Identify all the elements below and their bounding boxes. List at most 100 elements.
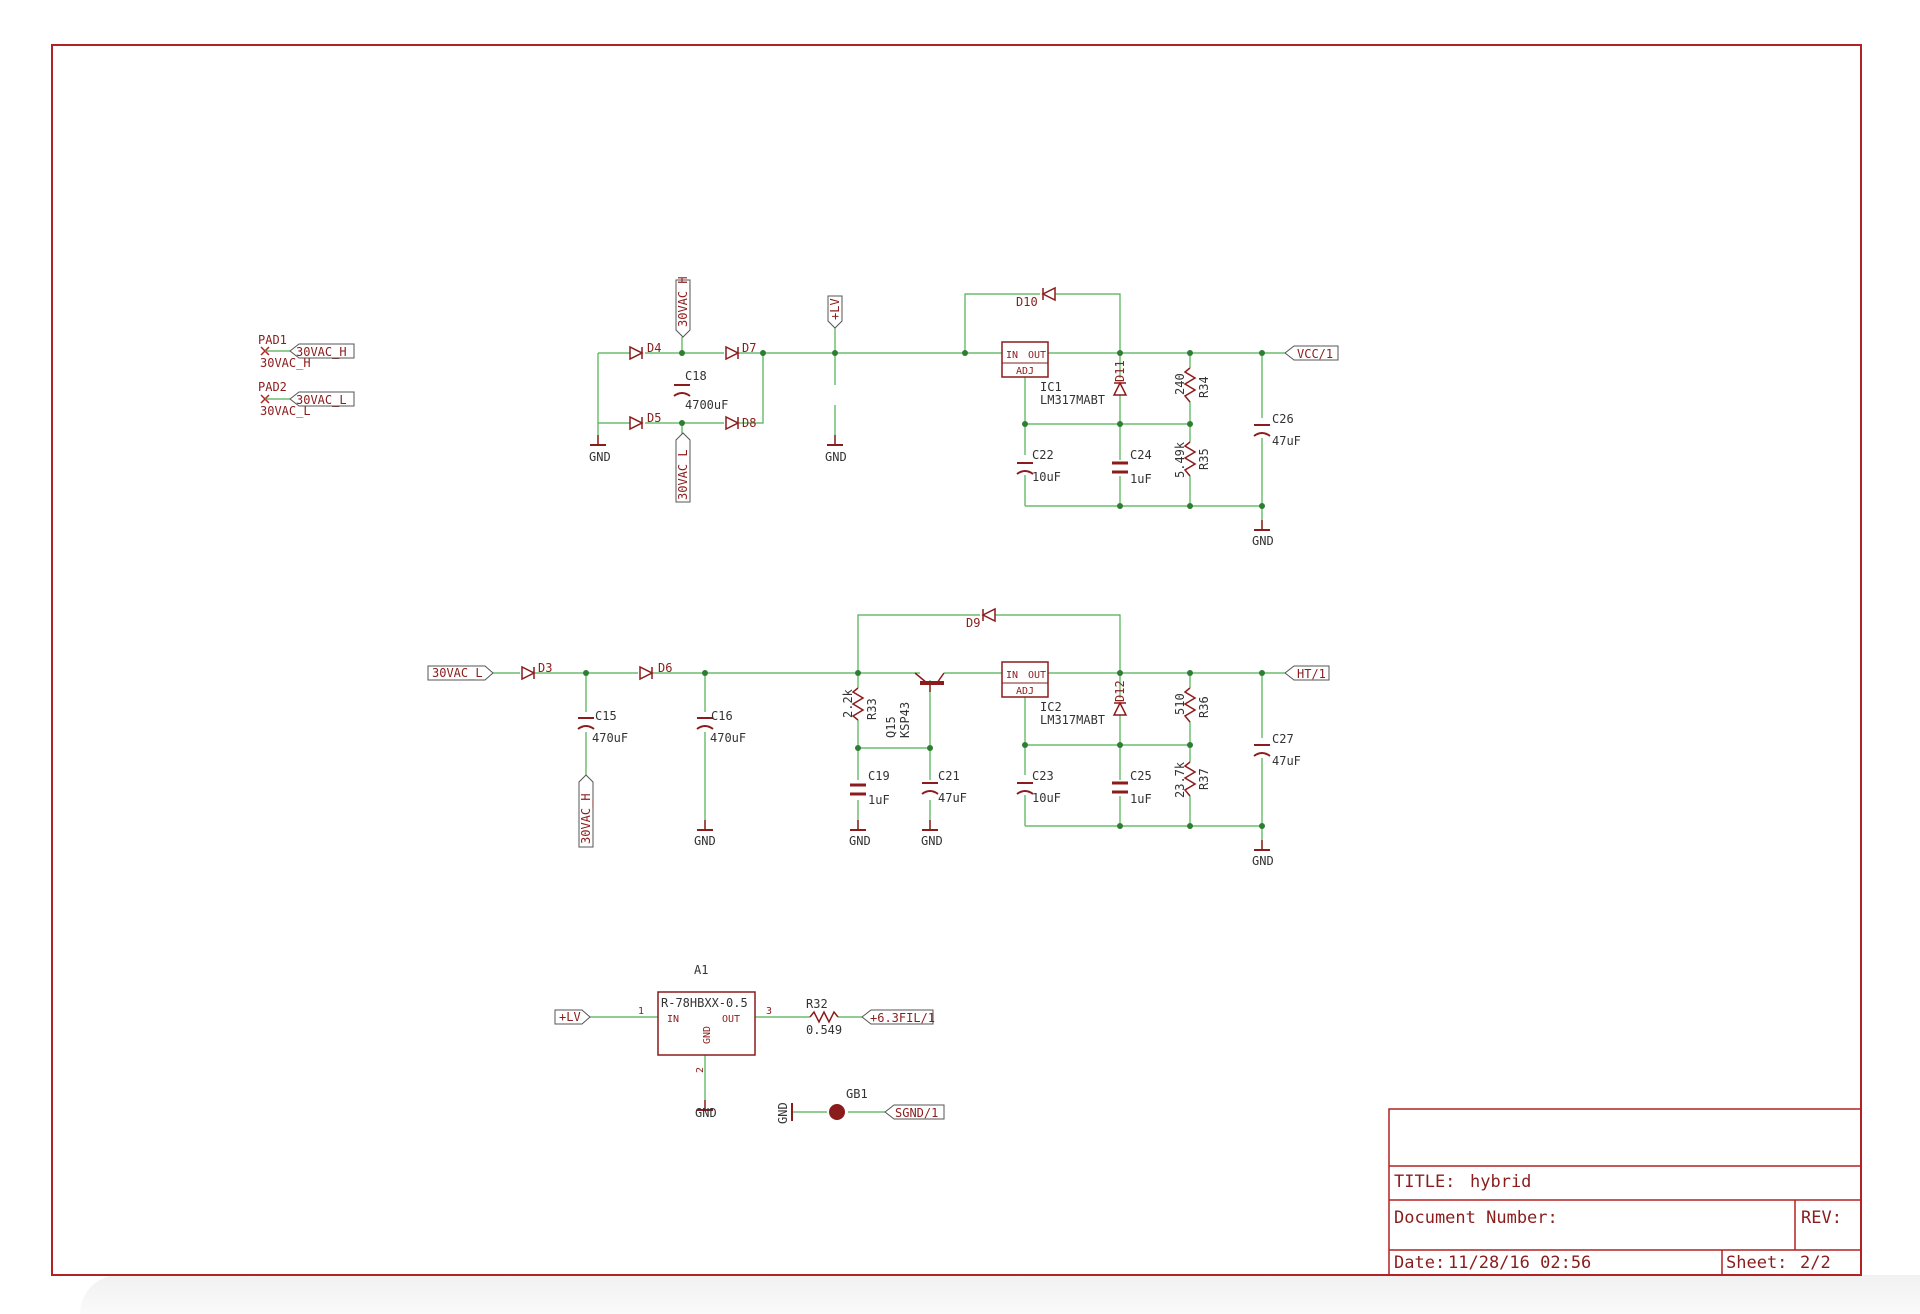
svg-text:240: 240: [1173, 373, 1187, 395]
diode-d6: D6: [639, 661, 672, 681]
title-label: TITLE:: [1394, 1172, 1455, 1192]
net-label-30vac-h-bottom: 30VAC_H: [578, 774, 594, 848]
svg-text:GND: GND: [776, 1102, 790, 1124]
svg-text:OUT: OUT: [1028, 350, 1046, 361]
svg-text:GND: GND: [849, 834, 871, 848]
svg-text:C27: C27: [1272, 732, 1294, 746]
svg-text:D11: D11: [1113, 360, 1127, 382]
cap-c21: C21 47uF: [921, 769, 967, 805]
diode-d7: D7: [725, 341, 756, 361]
ic1-lm317: IN OUT ADJ IC1 LM317MABT: [1001, 341, 1105, 407]
resistor-r36: 510 R36: [1173, 687, 1211, 723]
net-label-ht: HT/1: [1284, 665, 1330, 681]
svg-text:R35: R35: [1197, 448, 1211, 470]
resistor-r33: 2.2k R33: [841, 687, 879, 721]
svg-text:10uF: 10uF: [1032, 470, 1061, 484]
title-block: [1388, 1108, 1862, 1276]
svg-text:IC1: IC1: [1040, 380, 1062, 394]
svg-text:SGND/1: SGND/1: [895, 1106, 938, 1120]
svg-text:GND: GND: [589, 450, 611, 464]
wires: [485, 293, 1285, 1113]
svg-text:IN: IN: [1006, 350, 1018, 361]
pad2: PAD2 30VAC_L 30VAC_L: [258, 380, 355, 418]
net-label-30vac-l-mid: 30VAC_L: [675, 432, 691, 503]
page-shadow: [80, 1275, 1920, 1314]
svg-text:C18: C18: [685, 369, 707, 383]
svg-text:1: 1: [638, 1006, 644, 1017]
resistor-r35: 5.49k R35: [1173, 441, 1211, 478]
net-label-vcc: VCC/1: [1284, 345, 1339, 361]
svg-text:C23: C23: [1032, 769, 1054, 783]
net-label-fil: +6.3FIL/1: [861, 1009, 935, 1025]
pad2-net: 30VAC_L: [296, 393, 347, 407]
pad1-ref: PAD1: [258, 333, 287, 347]
svg-text:D12: D12: [1113, 680, 1127, 702]
svg-text:+LV: +LV: [559, 1010, 581, 1024]
svg-text:1uF: 1uF: [868, 793, 890, 807]
pad1-net: 30VAC_H: [296, 345, 347, 359]
svg-text:GND: GND: [1252, 854, 1274, 868]
resistor-r37: 23.7k R37: [1173, 761, 1211, 798]
svg-text:GND: GND: [695, 1106, 717, 1120]
svg-text:GND: GND: [702, 1026, 713, 1044]
svg-text:D4: D4: [647, 341, 661, 355]
svg-text:R37: R37: [1197, 768, 1211, 790]
svg-text:GND: GND: [825, 450, 847, 464]
diode-d12: D12: [1112, 680, 1128, 716]
svg-text:R36: R36: [1197, 696, 1211, 718]
svg-text:30VAC_H: 30VAC_H: [676, 276, 690, 327]
svg-text:23.7k: 23.7k: [1173, 761, 1187, 798]
svg-text:1uF: 1uF: [1130, 792, 1152, 806]
cap-c19: C19 1uF: [850, 769, 890, 807]
title-value: hybrid: [1470, 1172, 1531, 1192]
pad1: PAD1 30VAC_H 30VAC_H: [258, 333, 355, 370]
svg-text:D8: D8: [742, 416, 756, 430]
svg-text:R33: R33: [865, 698, 879, 720]
svg-text:GND: GND: [921, 834, 943, 848]
cap-c22: C22 10uF: [1016, 448, 1061, 484]
svg-text:D10: D10: [1016, 295, 1038, 309]
svg-text:4700uF: 4700uF: [685, 398, 728, 412]
svg-text:ADJ: ADJ: [1016, 366, 1034, 377]
cap-c27: C27 47uF: [1253, 732, 1301, 768]
net-label-30vac-l-left: 30VAC_L: [427, 665, 494, 681]
svg-text:47uF: 47uF: [1272, 434, 1301, 448]
svg-text:30VAC_H: 30VAC_H: [579, 793, 593, 844]
svg-text:C16: C16: [711, 709, 733, 723]
svg-text:Q15: Q15: [884, 716, 898, 738]
cap-c16: C16 470uF: [696, 709, 746, 745]
svg-text:GND: GND: [1252, 534, 1274, 548]
pad1-value: 30VAC_H: [260, 356, 311, 370]
svg-text:LM317MABT: LM317MABT: [1040, 393, 1105, 407]
diode-d4: D4: [629, 341, 661, 361]
svg-text:2.2k: 2.2k: [841, 688, 855, 718]
sheet-value: 2/2: [1800, 1253, 1831, 1273]
svg-text:ADJ: ADJ: [1016, 686, 1034, 697]
svg-text:VCC/1: VCC/1: [1297, 347, 1333, 361]
svg-text:+LV: +LV: [828, 298, 842, 320]
diode-d8: D8: [725, 415, 756, 431]
svg-text:D5: D5: [647, 411, 661, 425]
svg-text:R32: R32: [806, 997, 828, 1011]
svg-text:A1: A1: [694, 963, 708, 977]
svg-text:30VAC_L: 30VAC_L: [432, 666, 483, 680]
svg-text:D7: D7: [742, 341, 756, 355]
net-label-lv-left: +LV: [554, 1009, 591, 1025]
svg-text:C25: C25: [1130, 769, 1152, 783]
svg-text:47uF: 47uF: [938, 791, 967, 805]
svg-text:D3: D3: [538, 661, 552, 675]
cap-c25: C25 1uF: [1112, 769, 1152, 806]
diode-d11: D11: [1112, 360, 1128, 396]
svg-text:LM317MABT: LM317MABT: [1040, 713, 1105, 727]
date-label: Date:: [1394, 1253, 1445, 1273]
gb1-ground-bond: GB1 GND: [776, 1087, 868, 1124]
sheet-label: Sheet:: [1726, 1253, 1787, 1273]
svg-text:IN: IN: [667, 1014, 679, 1025]
svg-text:OUT: OUT: [722, 1014, 740, 1025]
svg-text:C22: C22: [1032, 448, 1054, 462]
transistor-q15: Q15 KSP43: [884, 672, 945, 738]
rev-label: REV:: [1801, 1208, 1842, 1228]
svg-text:C19: C19: [868, 769, 890, 783]
diode-d9: D9: [966, 607, 996, 630]
svg-text:C26: C26: [1272, 412, 1294, 426]
